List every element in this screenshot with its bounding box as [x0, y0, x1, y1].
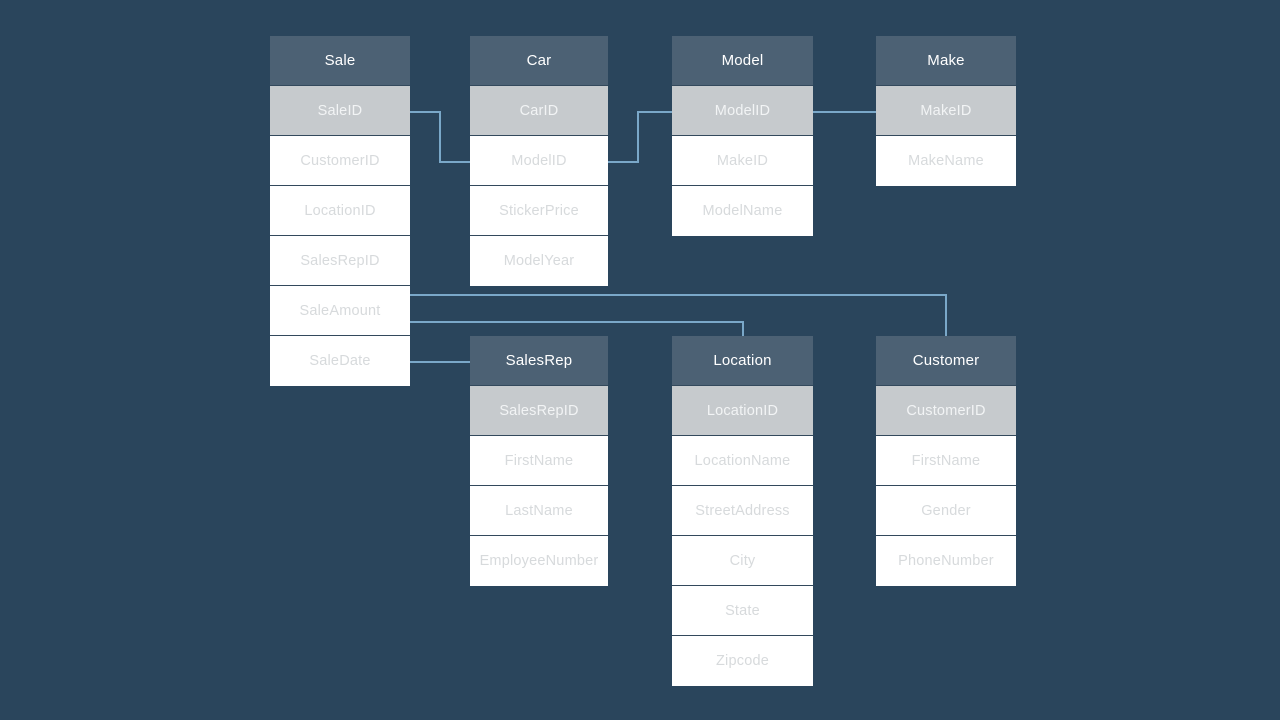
rel-car-model: [607, 111, 673, 163]
field-location-city[interactable]: City: [672, 536, 813, 586]
entity-header-location: Location: [672, 336, 813, 386]
field-location-state[interactable]: State: [672, 586, 813, 636]
primary-key-field-location-locationid[interactable]: LocationID: [672, 386, 813, 436]
field-sale-locationid[interactable]: LocationID: [270, 186, 410, 236]
field-model-makeid[interactable]: MakeID: [672, 136, 813, 186]
rel-sale-location: [409, 321, 744, 337]
field-customer-firstname[interactable]: FirstName: [876, 436, 1016, 486]
field-car-modelid[interactable]: ModelID: [470, 136, 608, 186]
field-model-modelname[interactable]: ModelName: [672, 186, 813, 236]
field-car-stickerprice[interactable]: StickerPrice: [470, 186, 608, 236]
rel-sale-customer: [409, 294, 947, 337]
field-salesrep-lastname[interactable]: LastName: [470, 486, 608, 536]
field-sale-saleamount[interactable]: SaleAmount: [270, 286, 410, 336]
field-salesrep-firstname[interactable]: FirstName: [470, 436, 608, 486]
field-customer-gender[interactable]: Gender: [876, 486, 1016, 536]
primary-key-field-salesrep-salesrepid[interactable]: SalesRepID: [470, 386, 608, 436]
primary-key-field-model-modelid[interactable]: ModelID: [672, 86, 813, 136]
entity-header-sale: Sale: [270, 36, 410, 86]
entity-header-salesrep: SalesRep: [470, 336, 608, 386]
field-car-modelyear[interactable]: ModelYear: [470, 236, 608, 286]
field-location-zipcode[interactable]: Zipcode: [672, 636, 813, 686]
entity-header-customer: Customer: [876, 336, 1016, 386]
primary-key-field-car-carid[interactable]: CarID: [470, 86, 608, 136]
field-location-streetaddress[interactable]: StreetAddress: [672, 486, 813, 536]
field-sale-customerid[interactable]: CustomerID: [270, 136, 410, 186]
primary-key-field-sale-saleid[interactable]: SaleID: [270, 86, 410, 136]
field-sale-salesrepid[interactable]: SalesRepID: [270, 236, 410, 286]
field-salesrep-employeenumber[interactable]: EmployeeNumber: [470, 536, 608, 586]
entity-header-make: Make: [876, 36, 1016, 86]
primary-key-field-make-makeid[interactable]: MakeID: [876, 86, 1016, 136]
entity-header-model: Model: [672, 36, 813, 86]
entity-header-car: Car: [470, 36, 608, 86]
primary-key-field-customer-customerid[interactable]: CustomerID: [876, 386, 1016, 436]
field-sale-saledate[interactable]: SaleDate: [270, 336, 410, 386]
field-make-makename[interactable]: MakeName: [876, 136, 1016, 186]
field-location-locationname[interactable]: LocationName: [672, 436, 813, 486]
field-customer-phonenumber[interactable]: PhoneNumber: [876, 536, 1016, 586]
rel-sale-car: [409, 111, 471, 163]
